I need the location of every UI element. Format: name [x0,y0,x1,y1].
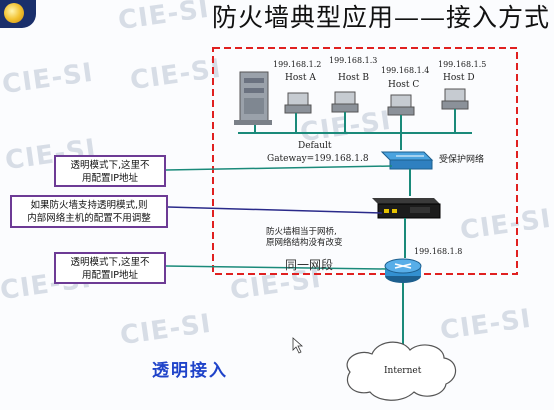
firewall-note-line1: 防火墙相当于网桥, [266,227,337,237]
logo [0,0,36,28]
host-a-ip: 199.168.1.2 [273,60,322,69]
callout-middle-line2: 内部网络主机的配置不用调整 [27,213,151,224]
protected-boundary [212,47,518,275]
same-segment-label: 同一网段 [285,258,334,272]
gateway-label-line1: Default [298,141,332,151]
callout-top-line1: 透明模式下,这里不 [70,160,150,171]
host-a-pc-icon [284,92,312,114]
protected-network-label: 受保护网络 [439,155,485,165]
internet-cloud-icon [346,341,457,401]
router-icon [384,258,422,283]
callout-top: 透明模式下,这里不 用配置IP地址 [54,155,166,187]
access-mode-label: 透明接入 [152,361,228,381]
callout-bottom-line1: 透明模式下,这里不 [70,257,150,268]
callout-top-line2: 用配置IP地址 [81,173,139,184]
firewall-note-line2: 原网络结构没有改变 [266,238,343,248]
host-b-ip: 199.168.1.3 [329,56,378,65]
host-d-pc-icon [441,88,469,110]
slide-title: 防火墙典型应用——接入方式 [211,3,550,32]
host-c-pc-icon [387,94,415,116]
host-a-server-icon [234,71,272,125]
host-b-pc-icon [331,91,359,113]
internet-label: Internet [384,366,422,376]
host-c-ip: 199.168.1.4 [381,66,430,75]
callout-bottom-line2: 用配置IP地址 [81,270,139,281]
sun-icon [4,3,24,23]
callout-bottom: 透明模式下,这里不 用配置IP地址 [54,252,166,284]
host-d-name: Host D [443,73,475,83]
router-ip: 199.168.1.8 [414,247,463,256]
callout-middle-line1: 如果防火墙支持透明模式,则 [30,200,148,211]
mouse-cursor-icon [292,337,304,354]
host-b-name: Host B [338,73,369,83]
firewall-icon [372,198,441,219]
host-d-ip: 199.168.1.5 [438,60,487,69]
callout-middle: 如果防火墙支持透明模式,则 内部网络主机的配置不用调整 [10,195,168,228]
host-c-name: Host C [388,80,420,90]
gateway-label-line2: Gateway=199.168.1.8 [267,154,369,164]
host-a-name: Host A [285,73,316,83]
